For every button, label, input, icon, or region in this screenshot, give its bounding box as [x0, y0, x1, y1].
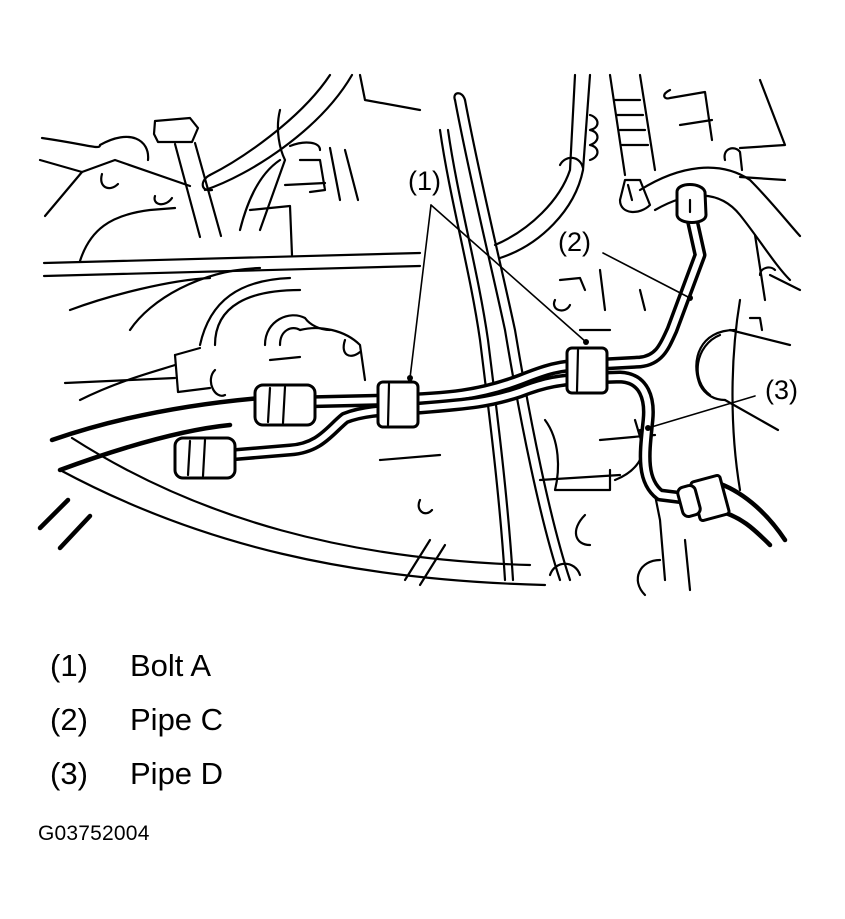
- bolt-a-clamp-left: [376, 380, 420, 429]
- main-pipe-assembly: [49, 183, 788, 548]
- callout-3-label: (3): [765, 375, 798, 405]
- legend-item: (2) Pipe C: [50, 702, 223, 756]
- legend-item-number: (2): [50, 702, 88, 737]
- pipe-c-top-fitting: [675, 183, 708, 224]
- legend-item-number: (3): [50, 756, 88, 791]
- parts-legend: (1) Bolt A (2) Pipe C (3) Pipe D: [50, 648, 223, 810]
- legend-item-label: Bolt A: [130, 648, 211, 683]
- callout-1-label: (1): [408, 166, 441, 196]
- callout-3: (3): [645, 375, 798, 431]
- background-engine-structure: [37, 73, 802, 597]
- callout-2: (2): [558, 227, 693, 301]
- legend-item-label: Pipe C: [130, 702, 224, 737]
- legend-item: (1) Bolt A: [50, 648, 223, 702]
- callout-2-label: (2): [558, 227, 591, 257]
- callout-1: (1): [407, 166, 589, 381]
- legend-item-label: Pipe D: [130, 756, 224, 791]
- figure-code: G03752004: [38, 822, 150, 845]
- engine-piping-illustration: (1) (2) (3): [37, 73, 802, 597]
- legend-item-number: (1): [50, 648, 88, 683]
- legend-item: (3) Pipe D: [50, 756, 223, 810]
- bolt-a-clamp-right: [565, 346, 609, 395]
